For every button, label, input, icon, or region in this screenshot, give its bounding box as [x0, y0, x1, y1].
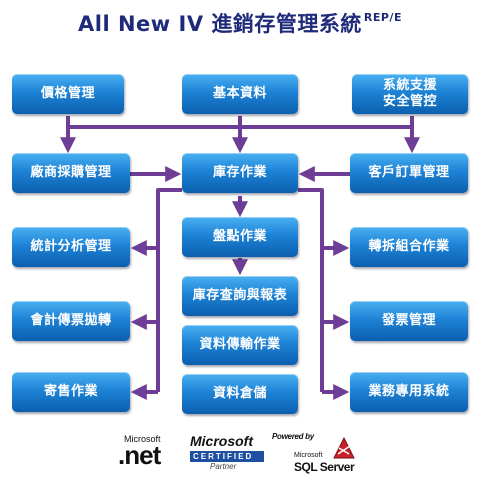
sql-server-logo: Powered by Microsoft SQL Server	[272, 432, 362, 478]
sql-main-text: SQL Server	[294, 460, 355, 474]
label-data-transfer: 資料傳輸作業	[199, 337, 281, 352]
box-pricing: 價格管理	[12, 74, 124, 114]
box-stock-query: 庫存查詢與報表	[182, 276, 298, 316]
box-inventory: 庫存作業	[182, 153, 298, 193]
sql-top-text: Microsoft	[294, 452, 323, 459]
label-stock-count: 盤點作業	[212, 229, 267, 244]
box-customer-order: 客戶訂單管理	[350, 153, 468, 193]
box-transform: 轉拆組合作業	[350, 227, 468, 267]
box-stock-count: 盤點作業	[182, 217, 298, 257]
label-support-line1: 系統支援	[382, 78, 437, 93]
ms-dotnet-main-text: .net	[118, 440, 161, 470]
label-data-warehouse: 資料倉儲	[212, 386, 267, 401]
box-basic-data: 基本資料	[182, 74, 298, 114]
label-basic-data: 基本資料	[212, 86, 267, 101]
box-vendor-purchase: 廠商採購管理	[12, 153, 130, 193]
label-transform: 轉拆組合作業	[368, 239, 450, 254]
title-text: All New IV 進銷存管理系統	[78, 12, 362, 36]
label-support-line2: 安全管控	[382, 94, 437, 109]
label-inventory: 庫存作業	[212, 165, 267, 180]
ms-dotnet-top-text: Microsoft	[124, 434, 161, 444]
box-invoice: 發票管理	[350, 301, 468, 341]
powered-by-text: Powered by	[272, 432, 314, 441]
title-superscript: REP/E	[363, 11, 402, 24]
label-statistics: 統計分析管理	[30, 239, 112, 254]
ms-certified-logo: Microsoft CERTIFIED Partner	[190, 434, 264, 472]
ms-dotnet-logo: Microsoft .net	[118, 434, 180, 470]
box-consignment: 寄售作業	[12, 372, 130, 412]
label-vendor-purchase: 廠商採購管理	[30, 165, 112, 180]
box-data-warehouse: 資料倉儲	[182, 374, 298, 414]
ms-cert-bottom-text: Partner	[210, 462, 237, 471]
label-consignment: 寄售作業	[43, 384, 98, 399]
box-special-system: 業務專用系統	[350, 372, 468, 412]
sql-server-icon	[333, 436, 355, 459]
box-accounting: 會計傳票拋轉	[12, 301, 130, 341]
box-data-transfer: 資料傳輸作業	[182, 325, 298, 365]
label-pricing: 價格管理	[40, 86, 95, 101]
connector-left-bus	[156, 188, 182, 392]
logo-strip: Microsoft .net Microsoft CERTIFIED Partn…	[0, 432, 480, 480]
connector-right-bus	[298, 188, 324, 392]
label-invoice: 發票管理	[381, 313, 436, 328]
box-system-support: 系統支援安全管控	[352, 74, 468, 114]
ms-cert-top-text: Microsoft	[190, 433, 253, 449]
label-special-system: 業務專用系統	[368, 384, 450, 399]
label-accounting: 會計傳票拋轉	[30, 313, 112, 328]
ms-cert-mid-text: CERTIFIED	[190, 451, 264, 462]
box-statistics: 統計分析管理	[12, 227, 130, 267]
label-stock-query: 庫存查詢與報表	[192, 288, 288, 303]
label-customer-order: 客戶訂單管理	[368, 165, 450, 180]
